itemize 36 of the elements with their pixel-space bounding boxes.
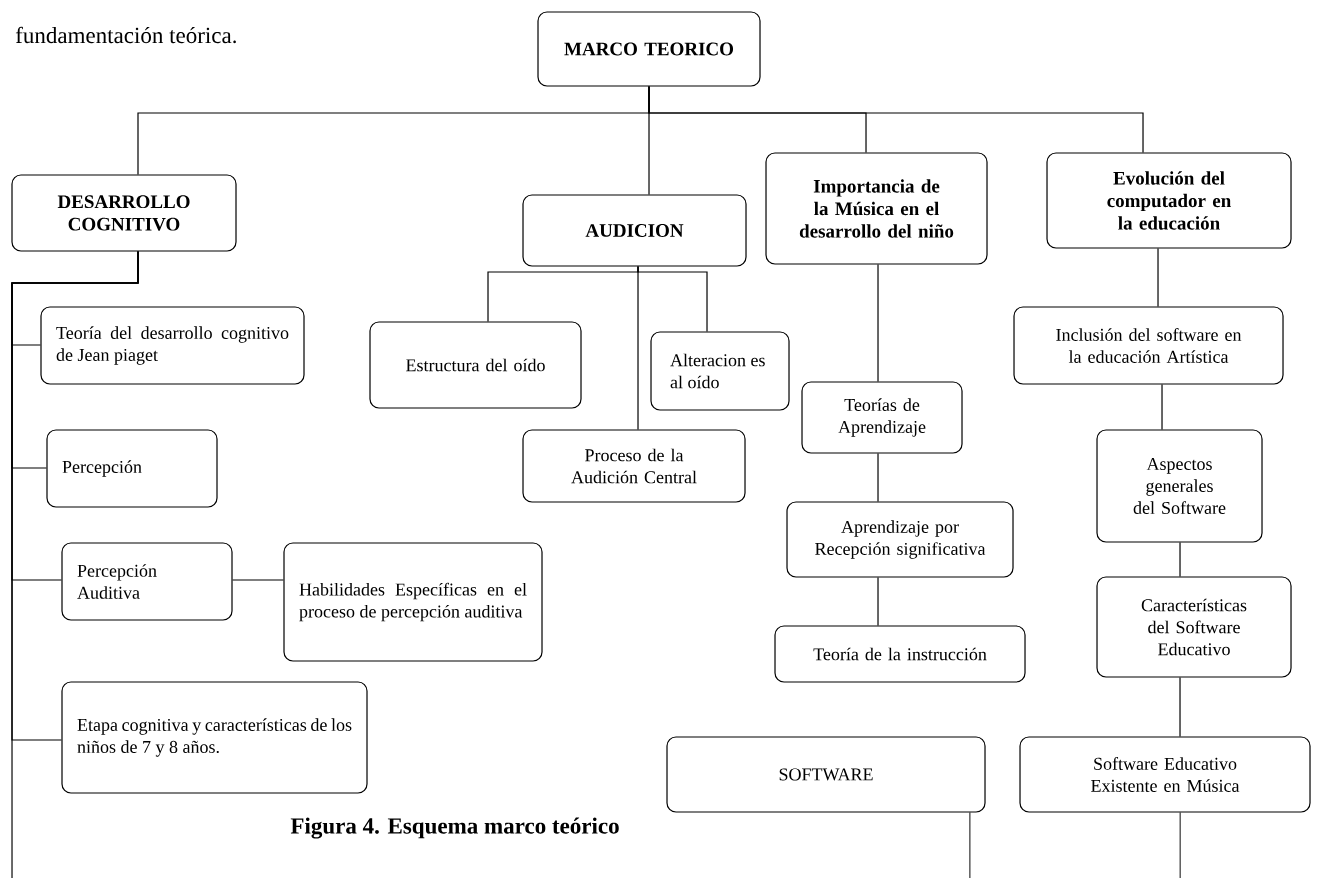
connector-line (877, 577, 879, 626)
connector-line (877, 453, 879, 502)
concept-box: Importancia de la Música en el desarrollo del niño (765, 152, 988, 265)
concept-box: MARCO TEORICO (537, 11, 761, 87)
body-text: fundamentación teórica. (15, 26, 236, 44)
connector-line (1157, 248, 1159, 307)
connector-line (11, 251, 139, 878)
connector-line (648, 86, 1144, 153)
concept-box: Habilidades Específicas en el proceso de percepción auditiva (283, 542, 543, 662)
concept-box: Aspectos generales del Software (1096, 429, 1263, 543)
connector-line (1161, 384, 1163, 430)
concept-box: Percepción (46, 429, 218, 508)
concept-box: Inclusión del software en la educación Artística (1013, 306, 1284, 385)
concept-box: Percepción Auditiva (61, 542, 233, 621)
connector-line (637, 266, 639, 430)
concept-box: Características del Software Educativo (1096, 576, 1292, 678)
connector-line (1179, 812, 1181, 878)
connector-line (969, 812, 971, 878)
concept-box: AUDICION (522, 194, 747, 267)
concept-box: Proceso de la Audición Central (522, 429, 746, 503)
concept-box: Etapa cognitiva y características de los niños de 7 y 8 años. (61, 681, 368, 794)
concept-box: Teoría del desarrollo cognitivo de Jean piaget (40, 306, 305, 385)
concept-box: SOFTWARE (666, 736, 986, 813)
concept-box: Alteracion es al oído (650, 331, 790, 411)
concept-box: Evolución del computador en la educación (1046, 152, 1292, 249)
concept-box: Estructura del oído (369, 321, 582, 409)
concept-box: Teoría de la instrucción (774, 625, 1026, 683)
figure-caption: Figura 4. Esquema marco teórico (290, 817, 619, 839)
connector-line (232, 579, 284, 581)
connector-line (1179, 542, 1181, 577)
connector-line (877, 264, 879, 382)
concept-box: Aprendizaje por Recepción significativa (786, 501, 1014, 578)
concept-box: Software Educativo Existente en Música (1019, 736, 1311, 813)
concept-box: Teorías de Aprendizaje (801, 381, 963, 454)
connector-line (1179, 677, 1181, 737)
concept-box: DESARROLLO COGNITIVO (11, 174, 237, 252)
